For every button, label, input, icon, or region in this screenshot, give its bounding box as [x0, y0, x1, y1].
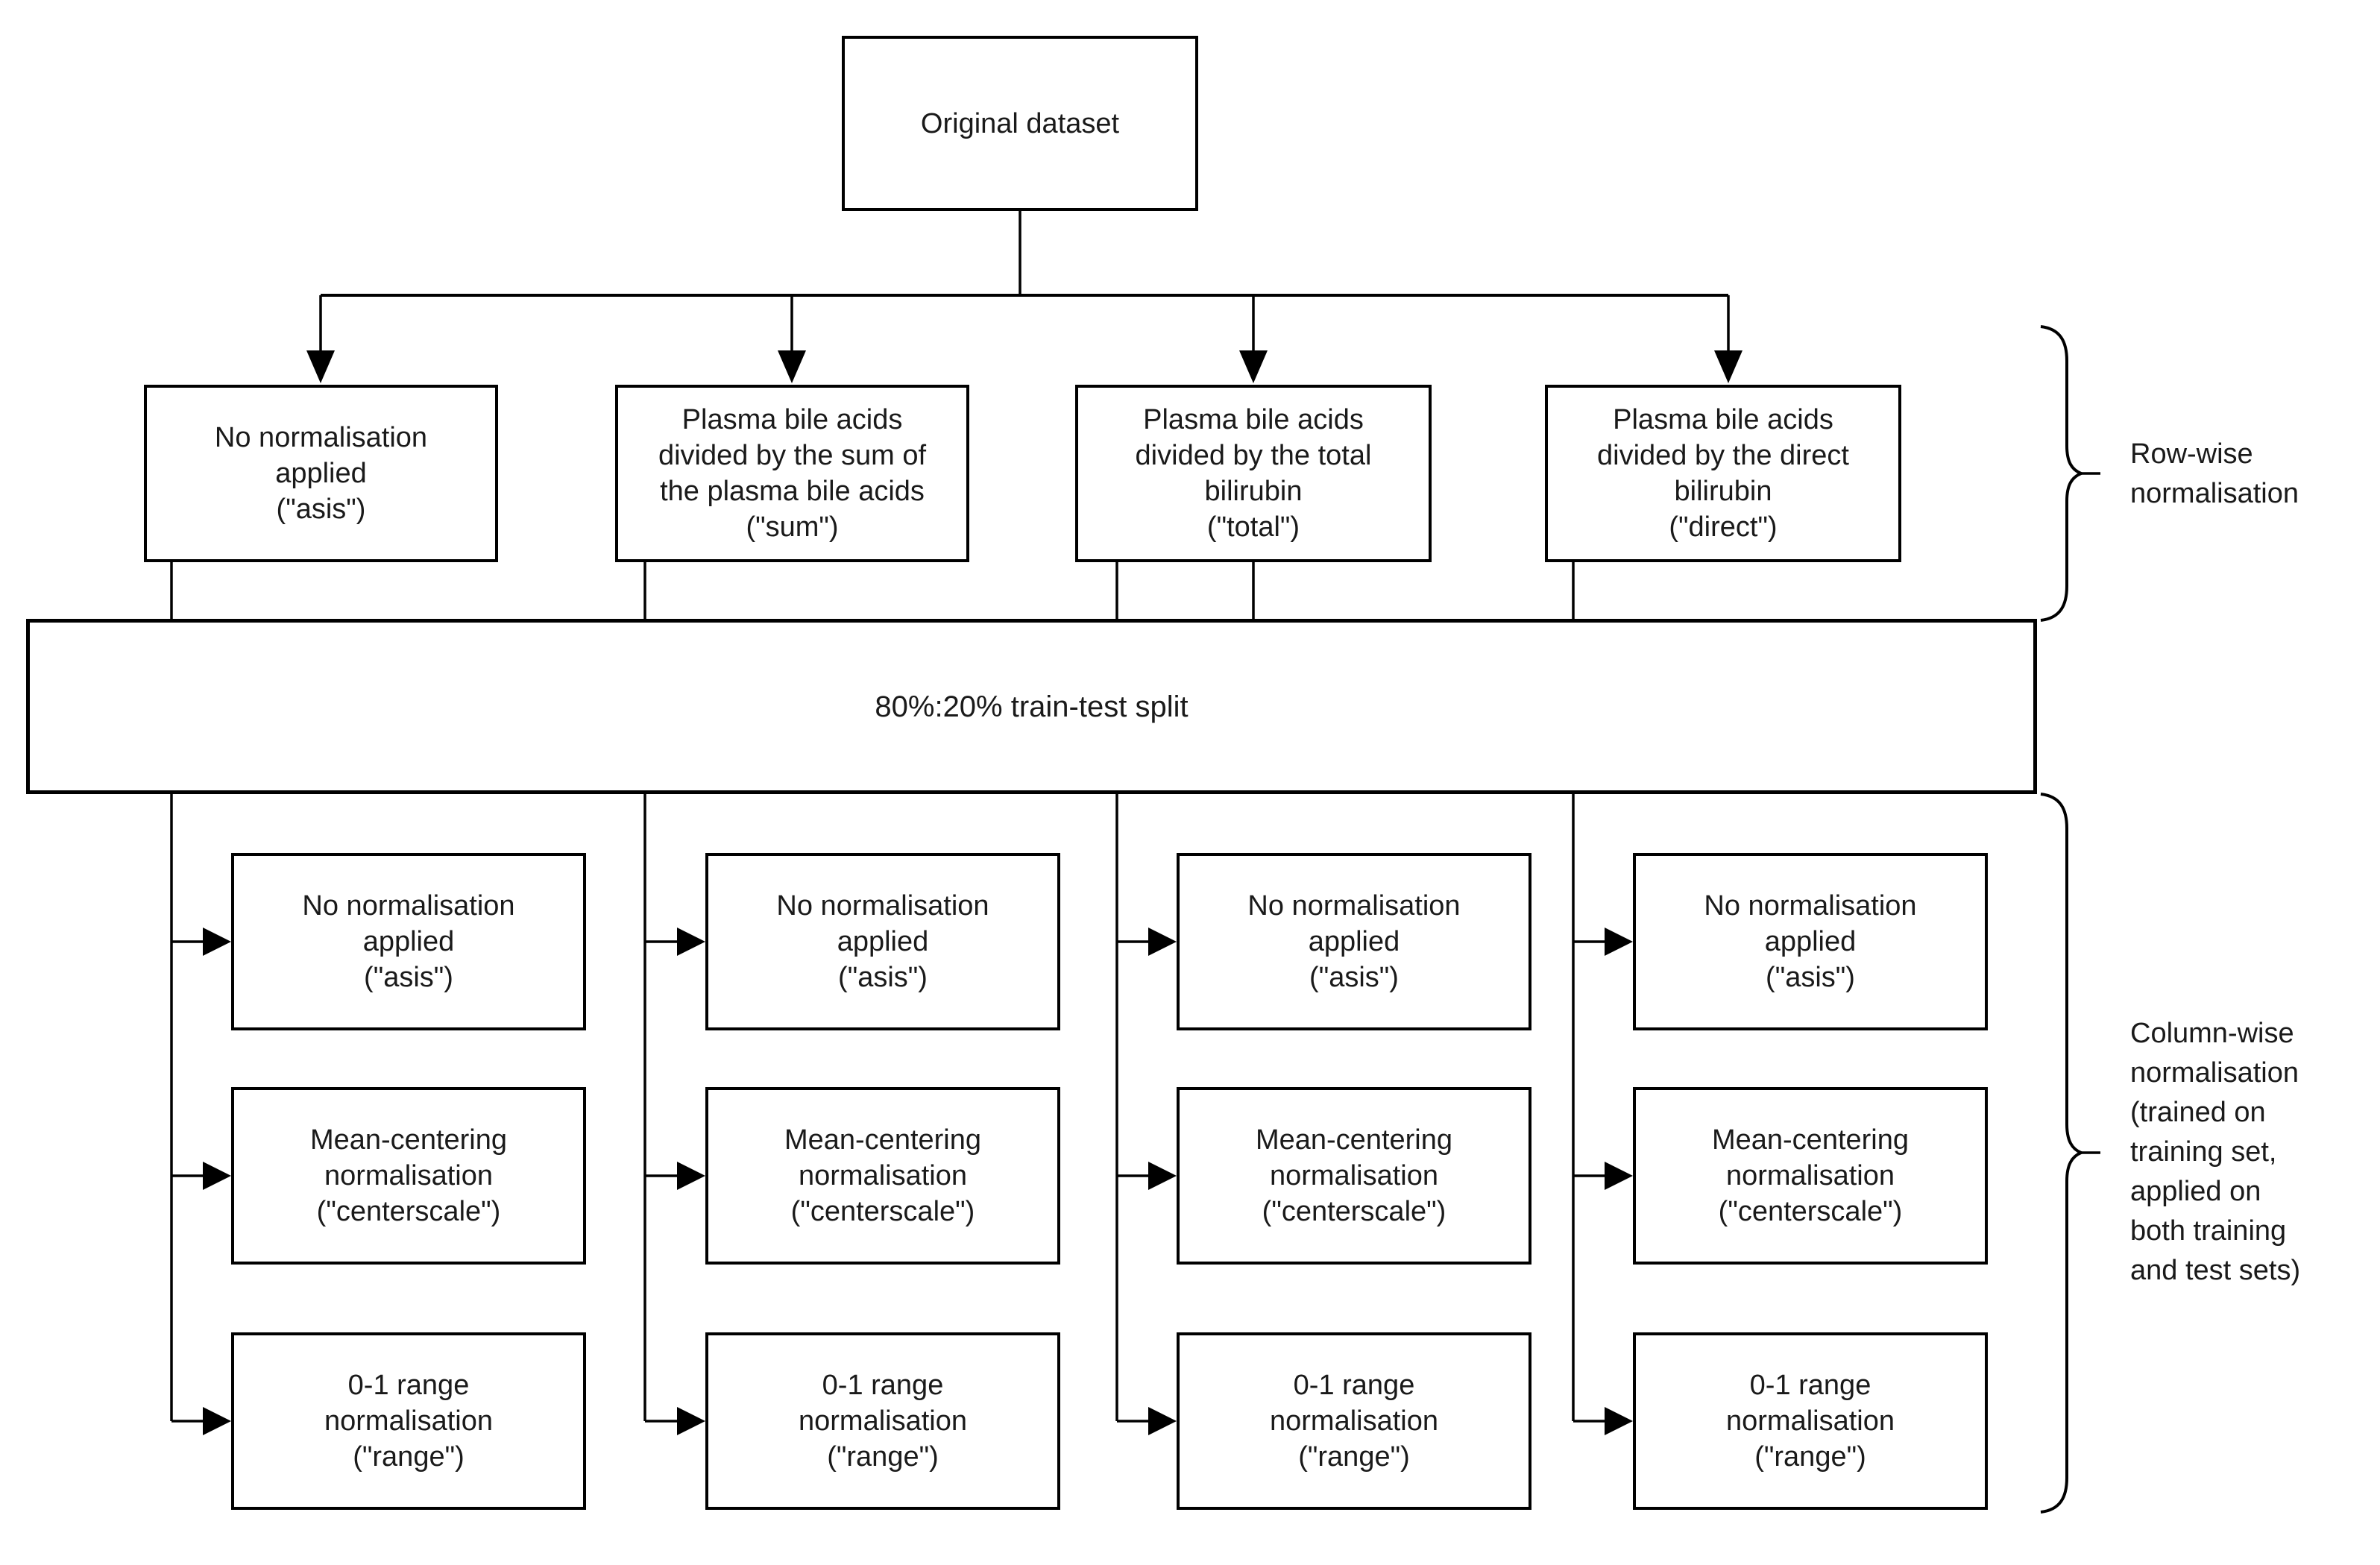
branch-drop-lines	[306, 295, 1742, 383]
col2-box-centerscale: Mean-centering normalisation ("centersca…	[705, 1087, 1060, 1265]
arrow-down-icon	[306, 350, 335, 383]
row-box-total-label: Plasma bile acids divided by the total b…	[1135, 404, 1372, 543]
arrow-right-icon	[203, 1162, 231, 1190]
train-test-split-label: 80%:20% train-test split	[875, 690, 1189, 723]
arrow-right-icon	[203, 1407, 231, 1435]
col4-box-range: 0-1 range normalisation ("range")	[1633, 1332, 1988, 1510]
row-box-sum-label: Plasma bile acids divided by the sum of …	[658, 404, 927, 543]
root-connector-line	[321, 211, 1728, 297]
brace-path	[2040, 325, 2085, 622]
arrow-right-icon	[677, 928, 705, 956]
arrow-down-icon	[1714, 350, 1742, 383]
brace-path	[2040, 793, 2085, 1514]
row-box-sum: Plasma bile acids divided by the sum of …	[615, 385, 969, 562]
arrow-right-icon	[1605, 1162, 1633, 1190]
col1-box-centerscale-label: Mean-centering normalisation ("centersca…	[309, 1124, 508, 1227]
arrow-right-icon	[203, 928, 231, 956]
arrow-right-icon	[677, 1407, 705, 1435]
col1-box-range: 0-1 range normalisation ("range")	[231, 1332, 586, 1510]
col2-box-asis: No normalisation applied ("asis")	[705, 853, 1060, 1030]
column-spine-3	[1115, 793, 1177, 1435]
col3-box-range-label: 0-1 range normalisation ("range")	[1270, 1370, 1438, 1473]
original-dataset-box: Original dataset	[842, 36, 1198, 211]
col2-box-asis-label: No normalisation applied ("asis")	[776, 890, 989, 993]
col4-box-centerscale-label: Mean-centering normalisation ("centersca…	[1711, 1124, 1910, 1227]
arrow-right-icon	[1605, 928, 1633, 956]
col4-box-centerscale: Mean-centering normalisation ("centersca…	[1633, 1087, 1988, 1265]
column-wise-brace-icon	[2040, 793, 2100, 1514]
row-wise-brace-label: Row-wise normalisation	[2130, 438, 2299, 509]
row-wise-brace-icon	[2040, 325, 2100, 622]
col4-box-asis: No normalisation applied ("asis")	[1633, 853, 1988, 1030]
col1-box-range-label: 0-1 range normalisation ("range")	[324, 1370, 493, 1473]
original-dataset-label: Original dataset	[920, 107, 1120, 139]
arrow-down-icon	[1239, 350, 1268, 383]
arrow-right-icon	[1605, 1407, 1633, 1435]
row-box-direct-label: Plasma bile acids divided by the direct …	[1597, 404, 1849, 543]
arrow-right-icon	[1148, 928, 1177, 956]
arrow-down-icon	[778, 350, 806, 383]
row-box-total: Plasma bile acids divided by the total b…	[1075, 385, 1432, 562]
arrow-right-icon	[1148, 1162, 1177, 1190]
col3-box-centerscale: Mean-centering normalisation ("centersca…	[1177, 1087, 1531, 1265]
row-box-direct: Plasma bile acids divided by the direct …	[1545, 385, 1901, 562]
column-spine-2	[643, 793, 705, 1435]
col3-box-asis: No normalisation applied ("asis")	[1177, 853, 1531, 1030]
col1-box-asis-label: No normalisation applied ("asis")	[302, 890, 515, 993]
col2-box-centerscale-label: Mean-centering normalisation ("centersca…	[784, 1124, 982, 1227]
column-wise-brace-label: Column-wise normalisation (trained on tr…	[2130, 1018, 2301, 1286]
row-box-asis: No normalisation applied ("asis")	[144, 385, 498, 562]
train-test-split-box: 80%:20% train-test split	[26, 619, 2037, 794]
arrow-right-icon	[1148, 1407, 1177, 1435]
col3-box-asis-label: No normalisation applied ("asis")	[1247, 890, 1461, 993]
col4-box-range-label: 0-1 range normalisation ("range")	[1726, 1370, 1895, 1473]
col4-box-asis-label: No normalisation applied ("asis")	[1704, 890, 1917, 993]
row-to-split-connectors	[170, 562, 1575, 620]
col2-box-range: 0-1 range normalisation ("range")	[705, 1332, 1060, 1510]
column-spine-1	[170, 793, 231, 1435]
col3-box-range: 0-1 range normalisation ("range")	[1177, 1332, 1531, 1510]
col1-box-centerscale: Mean-centering normalisation ("centersca…	[231, 1087, 586, 1265]
column-spine-4	[1572, 793, 1633, 1435]
col2-box-range-label: 0-1 range normalisation ("range")	[799, 1370, 967, 1473]
col1-box-asis: No normalisation applied ("asis")	[231, 853, 586, 1030]
row-box-asis-label: No normalisation applied ("asis")	[214, 422, 428, 525]
col3-box-centerscale-label: Mean-centering normalisation ("centersca…	[1255, 1124, 1453, 1227]
arrow-right-icon	[677, 1162, 705, 1190]
